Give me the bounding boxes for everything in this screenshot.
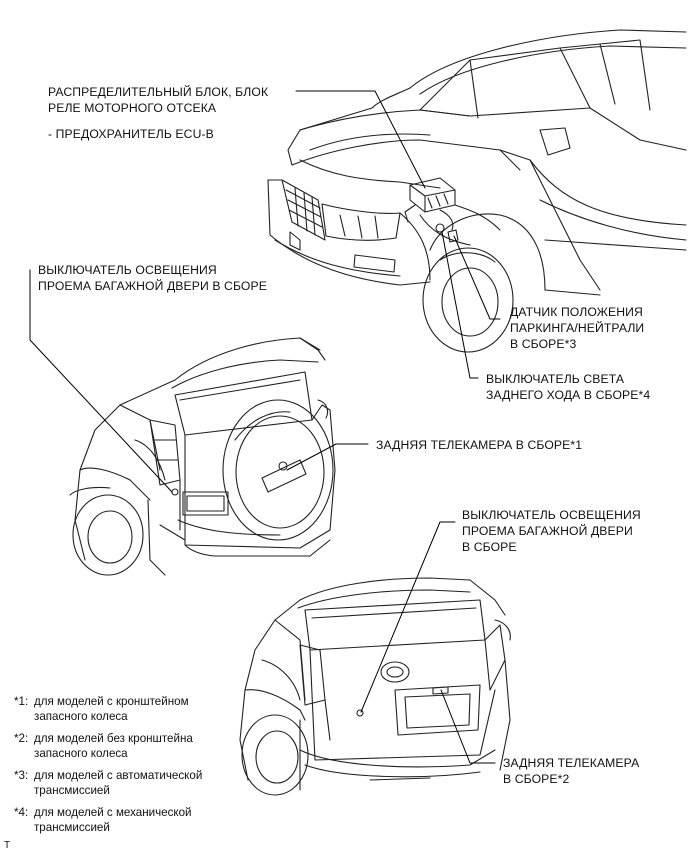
rear-camera-2-label-line2: В СБОРЕ*2 — [503, 772, 570, 786]
rear-suv-spare-wheel-drawing — [69, 337, 336, 576]
footnote-2-line1: для моделей без кронштейна — [34, 732, 193, 745]
footnote-1-line2: запасного колеса — [34, 710, 128, 723]
rear-camera-1-label-line1: ЗАДНЯЯ ТЕЛЕКАМЕРА В СБОРЕ*1 — [376, 438, 583, 452]
door-switch-bottom-label: ВЫКЛЮЧАТЕЛЬ ОСВЕЩЕНИЯ ПРОЕМА БАГАЖНОЙ ДВ… — [462, 507, 641, 555]
reverse-switch-label-line1: ВЫКЛЮЧАТЕЛЬ СВЕТА — [486, 372, 625, 386]
footnote-1-key: *1: — [14, 695, 29, 708]
footnote-4-key: *4: — [14, 806, 29, 819]
footnote-1-line1: для моделей с кронштейном — [34, 695, 189, 708]
rear-camera-1-label: ЗАДНЯЯ ТЕЛЕКАМЕРА В СБОРЕ*1 — [376, 437, 582, 453]
door-switch-bottom-label-line2: ПРОЕМА БАГАЖНОЙ ДВЕРИ — [462, 524, 633, 538]
door-switch-top-label-line2: ПРОЕМА БАГАЖНОЙ ДВЕРИ В СБОРЕ — [38, 279, 267, 293]
relay-block-label-line2: РЕЛЕ МОТОРНОГО ОТСЕКА — [48, 101, 217, 115]
relay-block-label-line1: РАСПРЕДЕЛИТЕЛЬНЫЙ БЛОК, БЛОК — [48, 85, 269, 99]
door-switch-top-label: ВЫКЛЮЧАТЕЛЬ ОСВЕЩЕНИЯ ПРОЕМА БАГАЖНОЙ ДВ… — [38, 262, 267, 294]
park-neutral-sensor-label-line1: ДАТЧИК ПОЛОЖЕНИЯ — [510, 305, 643, 319]
footnote-3-key: *3: — [14, 769, 29, 782]
footnote-3: *3: для моделей с автоматической трансмис… — [14, 768, 202, 798]
reverse-switch-label: ВЫКЛЮЧАТЕЛЬ СВЕТА ЗАДНЕГО ХОДА В СБОРЕ*4 — [486, 371, 650, 403]
footnote-3-line1: для моделей с автоматической — [34, 769, 203, 782]
footnote-4-line1: для моделей с механической — [34, 806, 192, 819]
footnote-1: *1: для моделей с кронштейном запасного к… — [14, 694, 189, 724]
reference-mark: T — [4, 840, 11, 851]
footnote-4-line2: трансмиссией — [34, 821, 110, 834]
rear-camera-2-label-line1: ЗАДНЯЯ ТЕЛЕКАМЕРА — [503, 756, 640, 770]
footnote-2-line2: запасного колеса — [34, 747, 128, 760]
door-switch-bottom-label-line3: В СБОРЕ — [462, 540, 517, 554]
footnote-4: *4: для моделей с механической трансмисси… — [14, 805, 192, 835]
front-suv-drawing — [267, 29, 687, 353]
footnote-2: *2: для моделей без кронштейна запасного … — [14, 731, 193, 761]
footnote-2-key: *2: — [14, 732, 29, 745]
rear-camera-2-label: ЗАДНЯЯ ТЕЛЕКАМЕРА В СБОРЕ*2 — [503, 755, 639, 787]
relay-block-label: РАСПРЕДЕЛИТЕЛЬНЫЙ БЛОК, БЛОК РЕЛЕ МОТОРН… — [48, 84, 268, 116]
park-neutral-sensor-label: ДАТЧИК ПОЛОЖЕНИЯ ПАРКИНГА/НЕЙТРАЛИ В СБО… — [510, 304, 644, 352]
park-neutral-sensor-label-line2: ПАРКИНГА/НЕЙТРАЛИ — [510, 321, 645, 335]
door-switch-top-label-line1: ВЫКЛЮЧАТЕЛЬ ОСВЕЩЕНИЯ — [38, 263, 217, 277]
reverse-switch-label-line2: ЗАДНЕГО ХОДА В СБОРЕ*4 — [486, 388, 651, 402]
door-switch-bottom-label-line1: ВЫКЛЮЧАТЕЛЬ ОСВЕЩЕНИЯ — [462, 508, 641, 522]
ecu-b-fuse-label: - ПРЕДОХРАНИТЕЛЬ ECU-B — [48, 127, 214, 141]
leader-lines — [29, 90, 501, 764]
park-neutral-sensor-label-line3: В СБОРЕ*3 — [510, 337, 577, 351]
rear-suv-no-spare-wheel-drawing — [239, 577, 511, 796]
footnote-3-line2: трансмиссией — [34, 784, 110, 797]
